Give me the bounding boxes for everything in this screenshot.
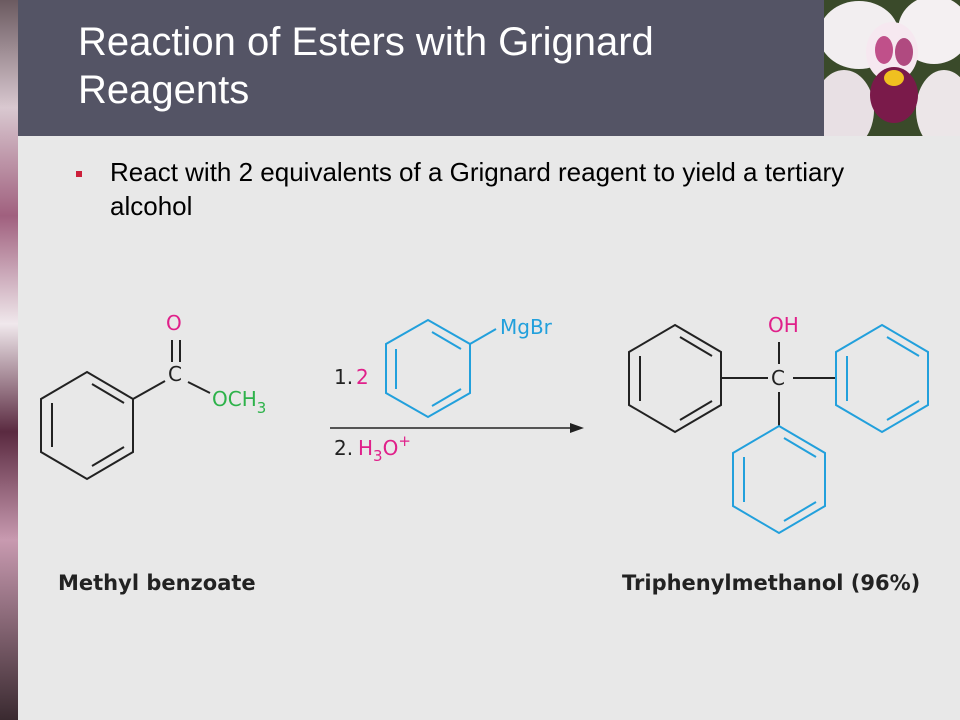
central-carbon-label: C (771, 366, 785, 390)
hydroxyl-label: OH (768, 313, 799, 337)
step2-prefix: 2. (334, 436, 353, 460)
grignard-bond (469, 328, 497, 345)
bullet-text: React with 2 equivalents of a Grignard r… (110, 157, 845, 221)
title-bar: Reaction of Esters with Grignard Reagent… (18, 0, 824, 136)
carbonyl-carbon-label: C (168, 362, 182, 386)
ring-carbon-bond (132, 380, 166, 400)
bullet-marker (76, 171, 82, 177)
benzene-ring-grignard (385, 318, 471, 419)
orchid-strip-image (0, 0, 18, 720)
mgbr-label: MgBr (500, 315, 553, 339)
methoxy-subscript: 3 (257, 399, 267, 417)
step1-equivalents: 2 (356, 365, 369, 389)
step1-prefix: 1. (334, 365, 353, 389)
benzene-ring-product-right (835, 323, 929, 434)
product-name: Triphenylmethanol (96%) (622, 571, 920, 595)
methoxy-label: OCH3 (212, 387, 266, 417)
orchid-image (824, 0, 960, 136)
step2-subscript: 3 (373, 447, 383, 465)
arrow-head (570, 423, 584, 433)
ester-bond (187, 381, 211, 394)
step2-oxygen: O (383, 436, 399, 460)
benzene-ring-product-left (628, 323, 722, 434)
step2-reagent: H3O+ (358, 432, 411, 465)
step2-hydrogen: H (358, 436, 373, 460)
benzene-ring-product-bottom (732, 424, 826, 535)
benzene-ring-reactant (40, 370, 134, 481)
reactant-name: Methyl benzoate (58, 571, 256, 595)
step2-superscript: + (398, 432, 411, 450)
methoxy-text: OCH (212, 387, 257, 411)
carbonyl-oxygen-label: O (166, 311, 182, 335)
slide-title: Reaction of Esters with Grignard Reagent… (78, 20, 654, 112)
